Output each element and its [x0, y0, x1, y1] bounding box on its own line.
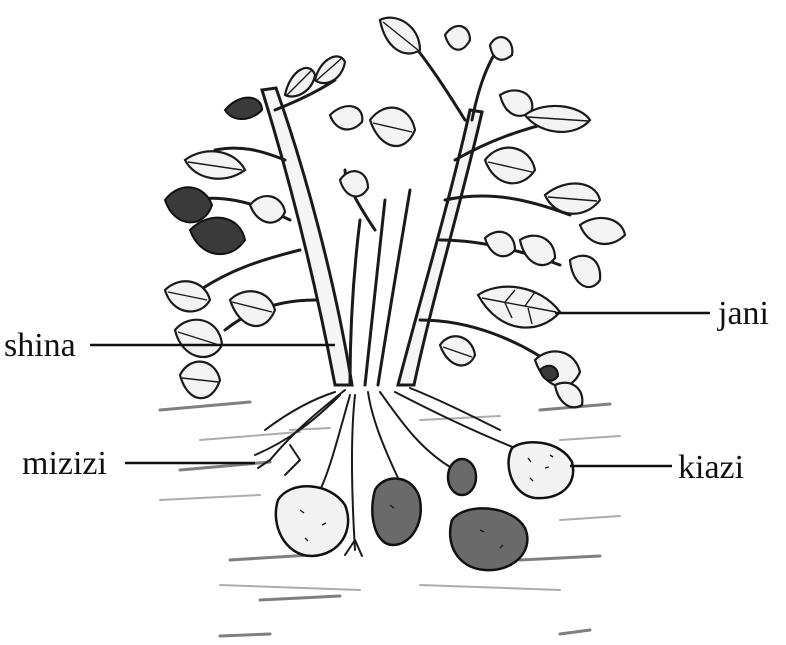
tuber [509, 442, 574, 498]
tuber [448, 459, 476, 495]
label-jani: jani [717, 295, 769, 332]
tuber [372, 479, 420, 545]
leaves [165, 18, 625, 408]
main-stem-left [262, 88, 352, 385]
tuber [276, 486, 348, 556]
label-kiazi: kiazi [678, 449, 744, 486]
tuber [450, 508, 527, 570]
stems [190, 30, 570, 385]
tubers [276, 442, 573, 570]
label-shina: shina [4, 327, 76, 364]
label-mizizi: mizizi [22, 445, 107, 482]
